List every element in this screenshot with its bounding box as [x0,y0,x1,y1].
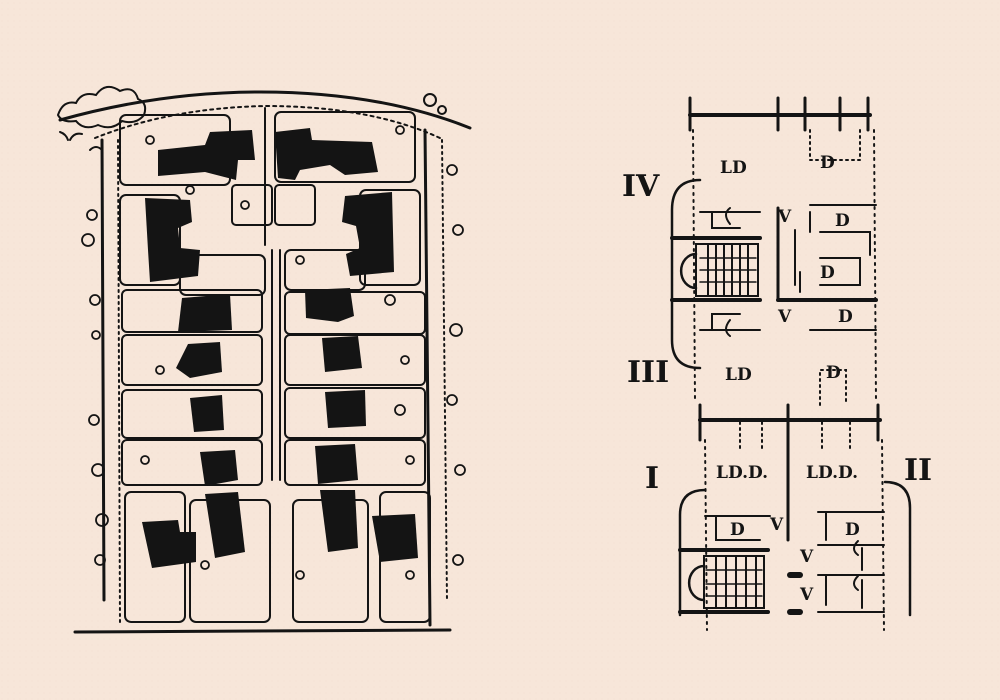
room-label-upper-bed-top: D [820,153,835,173]
upper-right-rooms [776,204,878,331]
stair-label-ii: II [904,453,932,488]
building-row1-left [178,294,232,332]
room-label-lower-v: V [769,515,784,535]
stair-label-i: I [645,461,659,496]
building-row2-left [176,342,222,378]
room-label-upper-v-1: V [777,207,792,227]
building-row5-left [205,492,245,558]
room-label-lower-left: LD.D. [716,463,768,483]
upper-stair [670,207,762,337]
building-row5-right [320,490,358,552]
building-top-left [158,130,255,180]
building-row2-right [322,336,362,372]
tree-cluster [56,85,447,151]
room-label-middle-living: LD [725,365,752,385]
building-blocks [142,128,418,568]
floor-plan [670,96,912,631]
room-label-upper-v-2: V [777,307,792,327]
room-label-mid-bed-2: D [820,263,835,283]
top-road-edge [58,90,472,130]
room-label-lower-right: LD.D. [806,463,858,483]
lower-right-rooms [787,511,885,615]
building-right-wing [342,192,394,276]
stair-labels: IV III I II [622,169,932,496]
stair-label-iv: IV [622,169,660,204]
room-labels: LD D D D D V V LD D LD.D. LD.D. V D D V … [716,153,860,605]
room-label-mid-bed-1: D [835,211,850,231]
room-label-lower-bed-right: D [845,520,860,540]
building-top-right [275,128,378,180]
building-row1-right [305,288,354,322]
room-label-lower-bed-left: D [730,520,745,540]
building-row3-right [325,390,366,428]
building-bottom-right [372,514,418,562]
stair-label-iii: III [627,355,669,390]
left-road [100,138,106,602]
building-row4-right [315,444,358,484]
room-label-mid-bed-3: D [838,307,853,327]
building-left-wing [145,198,200,282]
bottom-road [73,628,452,634]
room-label-lower-v-2: V [799,547,814,567]
building-bottom-left [142,520,196,568]
room-label-lower-v-3: V [799,585,814,605]
lower-stair [678,515,771,614]
building-row4-left [200,450,238,486]
room-label-upper-living: LD [720,158,747,178]
room-label-middle-bed: D [826,363,841,383]
top-road-inner [94,104,441,139]
building-row3-left [190,395,224,432]
street-trees [81,125,466,580]
